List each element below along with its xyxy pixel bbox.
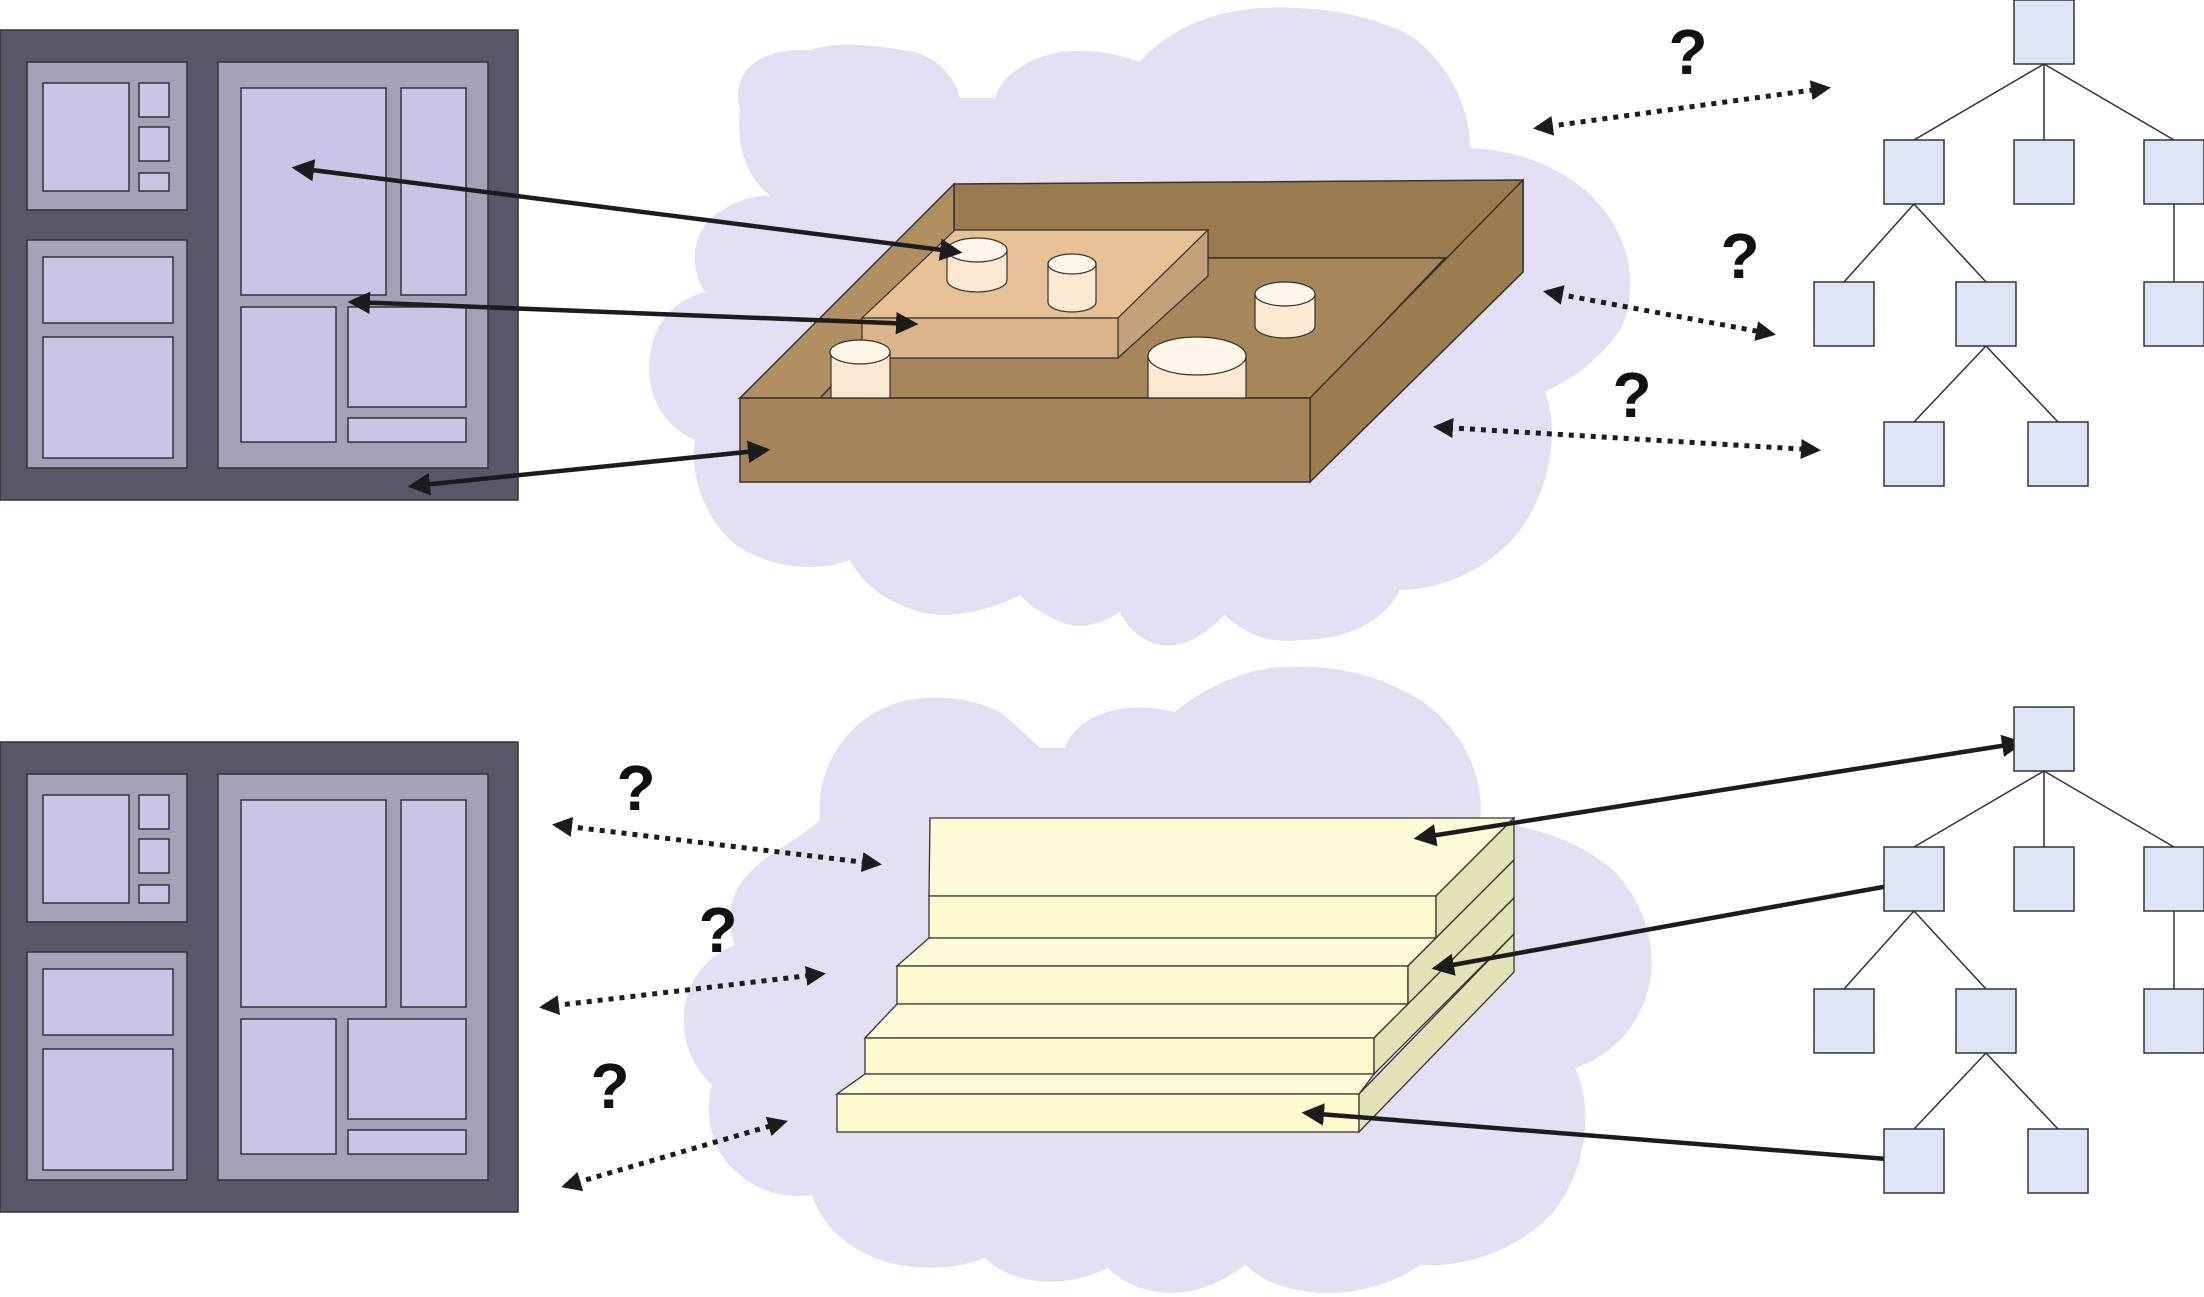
tree-node [2143, 846, 2204, 912]
cylinder [1047, 253, 1097, 313]
uncertain-arrow [561, 1116, 788, 1192]
uncertain-arrow [1543, 285, 1776, 341]
tree-node [1813, 281, 1875, 347]
cylinder [1147, 336, 1247, 399]
tree-node [2143, 988, 2204, 1054]
mapping-arrow [347, 291, 919, 335]
tree-node [2143, 139, 2204, 205]
stacked-layer-model [834, 816, 1516, 1134]
tree-node [2013, 706, 2075, 772]
tree-node [2013, 139, 2075, 205]
tree-node [2013, 0, 2075, 65]
tree-node [2027, 1128, 2089, 1194]
uncertain-arrow [539, 965, 826, 1016]
tree-node [1883, 846, 1945, 912]
tree-node [1813, 988, 1875, 1054]
mapping-arrow [1431, 875, 1910, 976]
tree-node [1883, 1128, 1945, 1194]
tree-node [1955, 281, 2017, 347]
question-mark: ? [1720, 220, 1759, 292]
uncertain-arrow [1433, 417, 1821, 460]
cylinder [829, 339, 891, 399]
question-mark: ? [698, 894, 737, 966]
top-hierarchy-tree [1813, 0, 2204, 487]
tree-node [1883, 421, 1945, 487]
mapping-arrow [1301, 1103, 1917, 1171]
mapping-arrow [1413, 734, 2025, 847]
question-mark: ? [1612, 359, 1651, 431]
tree-node [2143, 281, 2204, 347]
mapping-arrow [407, 440, 771, 496]
bottom-hierarchy-tree [1813, 706, 2204, 1194]
bottom-ui-mockup [0, 741, 519, 1213]
tree-node [1883, 139, 1945, 205]
tree-node [1955, 988, 2017, 1054]
tree-node [2013, 846, 2075, 912]
tree-node [2027, 421, 2089, 487]
uncertain-arrow [1533, 80, 1831, 136]
question-mark: ? [1668, 16, 1707, 88]
question-mark: ? [590, 1050, 629, 1122]
cylinder [1254, 281, 1316, 339]
question-mark: ? [616, 752, 655, 824]
cylinder [946, 237, 1008, 293]
top-ui-mockup [0, 29, 519, 501]
mapping-arrow [291, 159, 963, 261]
